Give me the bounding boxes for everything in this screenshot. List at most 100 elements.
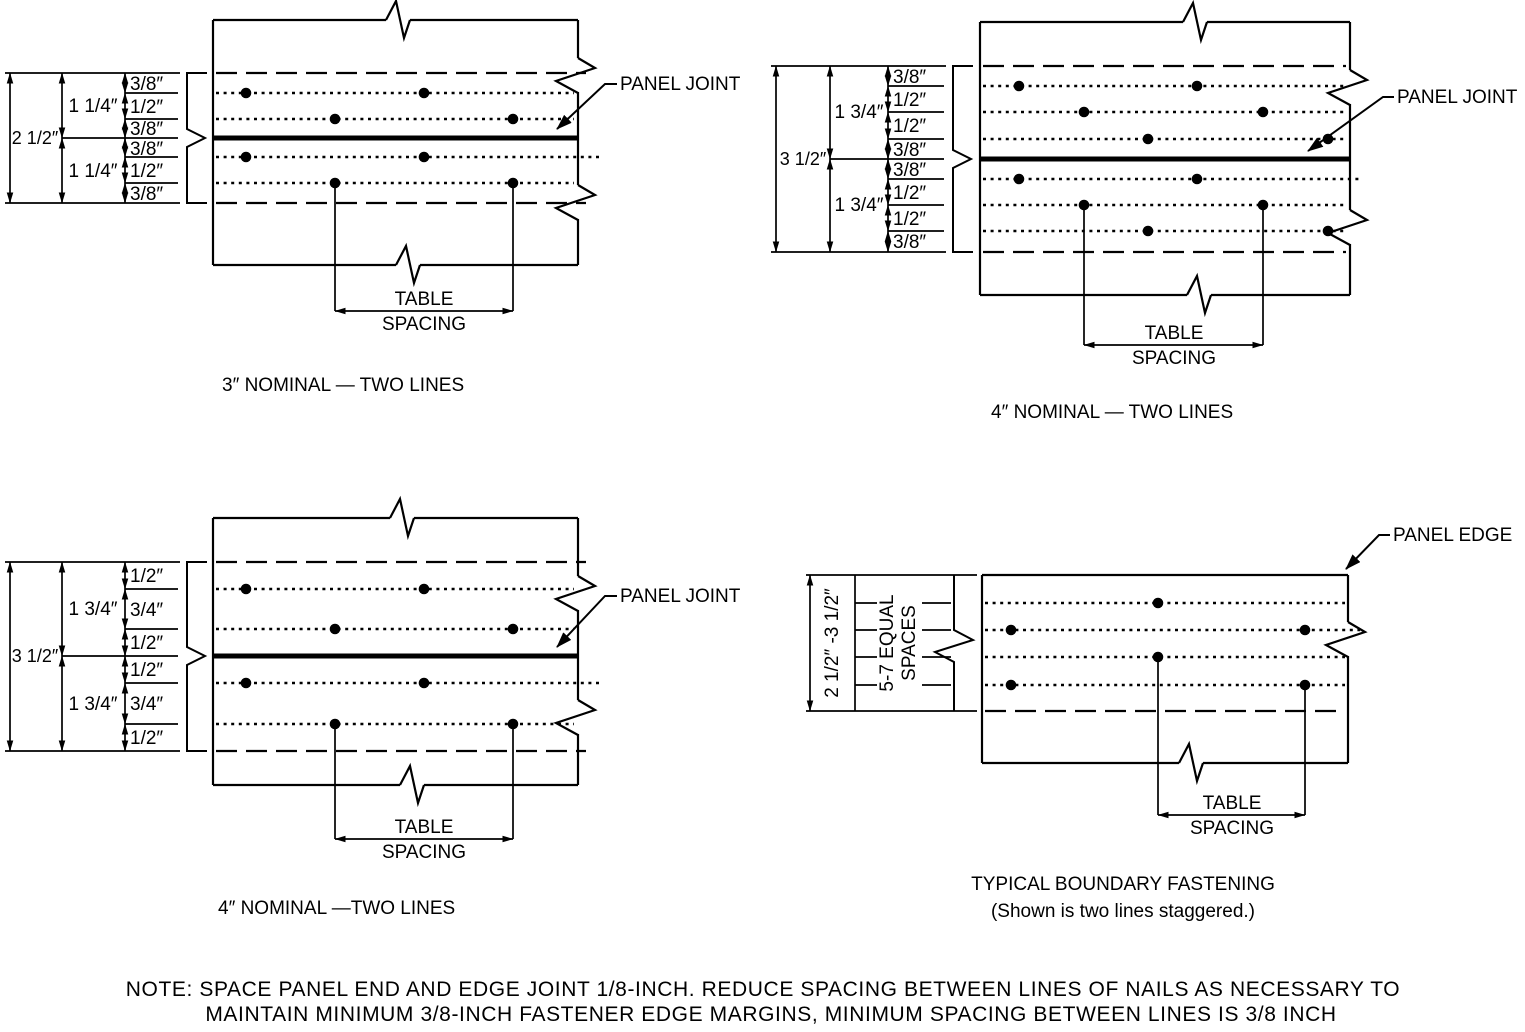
panel-joint-leader [1307, 96, 1394, 152]
overall-dim-label: 3 1/2″ [12, 646, 59, 666]
dim-brace [932, 575, 976, 711]
sub-dim-label: 1/2″ [130, 97, 163, 118]
half-dim-label-lower: 1 3/4″ [69, 694, 118, 715]
boundary-range-label: 2 1/2″ -3 1/2″ [822, 588, 843, 698]
table-spacing-dim: TABLE SPACING [1083, 205, 1264, 369]
half-dim-label-upper: 1 3/4″ [835, 102, 884, 123]
dim-lines [772, 65, 892, 253]
break-mark [1178, 740, 1205, 786]
sub-dim-label: 3/8″ [130, 139, 163, 160]
break-mark [1186, 272, 1213, 318]
break-mark [385, 0, 412, 43]
sub-dim-label: 3/4″ [130, 694, 163, 715]
dim-lines [6, 72, 129, 204]
spacing-label: SPACING [1132, 348, 1216, 369]
panel-joint-leader [556, 83, 617, 130]
break-mark [553, 699, 598, 736]
sub-dim-label: 1/2″ [130, 633, 163, 654]
table-label: TABLE [395, 289, 454, 310]
half-dim-label-lower: 1 3/4″ [835, 195, 884, 216]
dim-lines [806, 574, 856, 712]
diagram-4in-nominal-top: 3 1/2″ 1 3/4″ 1 3/4″ 3/8″ 1/2″ 1/2″ 3/8″… [771, 0, 1518, 423]
note-line1: NOTE: SPACE PANEL END AND EDGE JOINT 1/8… [126, 978, 1400, 1001]
fastening-lines [980, 64, 1360, 254]
dim-extension-lines [5, 561, 180, 752]
note-line2: MAINTAIN MINIMUM 3/8-INCH FASTENER EDGE … [205, 1003, 1336, 1026]
sub-dim-label: 1/2″ [893, 209, 926, 230]
sub-dim-label: 3/8″ [130, 184, 163, 205]
fastener-dots [240, 583, 519, 730]
fastener-dots [1013, 80, 1334, 237]
caption: 4″ NOMINAL —TWO LINES [218, 898, 455, 919]
panel-edge-label: PANEL EDGE [1393, 525, 1512, 546]
table-label: TABLE [1203, 793, 1262, 814]
break-mark [399, 762, 426, 808]
caption-line2: (Shown is two lines staggered.) [991, 901, 1255, 922]
sub-dim-label: 3/8″ [130, 119, 163, 140]
fastener-dots [240, 87, 519, 189]
panel-edge-leader [1345, 534, 1390, 570]
dim-lines [6, 561, 129, 752]
dim-brace [186, 72, 208, 204]
sub-dim-label: 3/8″ [893, 140, 926, 161]
break-mark [395, 242, 422, 288]
spacing-label: SPACING [382, 314, 466, 335]
sub-dim-label: 3/8″ [893, 232, 926, 253]
note: NOTE: SPACE PANEL END AND EDGE JOINT 1/8… [126, 978, 1400, 1026]
panel-joint-label: PANEL JOINT [620, 586, 741, 607]
table-label: TABLE [1145, 323, 1204, 344]
table-spacing-dim: TABLE SPACING [1157, 657, 1306, 839]
panel-outline [211, 495, 598, 808]
break-mark [1182, 0, 1209, 45]
sub-dim-label: 1/2″ [893, 90, 926, 111]
sub-dim-label: 1/2″ [893, 183, 926, 204]
sub-dim-label: 3/8″ [893, 160, 926, 181]
half-dim-label-upper: 1 1/4″ [69, 96, 118, 117]
spacing-label: SPACING [1190, 818, 1274, 839]
break-mark [1325, 209, 1370, 246]
dim-extension-lines [5, 72, 180, 204]
sub-dim-label: 1/2″ [893, 116, 926, 137]
dim-brace [952, 65, 974, 253]
panel-joint-label: PANEL JOINT [620, 74, 741, 95]
fastening-lines [213, 560, 600, 753]
sub-dim-label: 1/2″ [130, 728, 163, 749]
break-mark [389, 495, 416, 541]
diagram-4in-nominal-bottom: 3 1/2″ 1 3/4″ 1 3/4″ 1/2″ 3/4″ 1/2″ 1/2″… [5, 495, 741, 919]
dim-extension-lines [771, 65, 946, 253]
caption: 4″ NOMINAL — TWO LINES [991, 402, 1233, 423]
equal-spaces-label-line2: SPACES [899, 605, 920, 681]
dim-brace [186, 561, 208, 752]
sub-dim-label: 1/2″ [130, 566, 163, 587]
overall-dim-label: 3 1/2″ [780, 149, 827, 169]
panel-outline [980, 573, 1368, 786]
panel-joint-leader [556, 595, 617, 648]
fastening-lines [985, 601, 1360, 713]
overall-dim-label: 2 1/2″ [12, 128, 59, 148]
table-spacing-dim: TABLE SPACING [334, 724, 514, 863]
sub-dim-label: 1/2″ [130, 161, 163, 182]
break-mark [1325, 69, 1370, 106]
break-mark [553, 184, 598, 221]
break-mark [553, 57, 598, 94]
half-dim-label-upper: 1 3/4″ [69, 599, 118, 620]
spacing-label: SPACING [382, 842, 466, 863]
table-spacing-dim: TABLE SPACING [334, 183, 514, 335]
sub-dim-label: 3/8″ [893, 67, 926, 88]
equal-spaces-label-line1: 5-7 EQUAL [877, 594, 898, 691]
sub-dim-label: 3/4″ [130, 600, 163, 621]
sub-dim-label: 3/8″ [130, 74, 163, 95]
break-mark [553, 575, 598, 612]
caption-line1: TYPICAL BOUNDARY FASTENING [971, 874, 1275, 895]
break-mark [1323, 621, 1368, 658]
diagram-3in-nominal: 2 1/2″ 1 1/4″ 1 1/4″ 3/8″ 1/2″ 3/8″ 3/8″… [5, 0, 741, 396]
half-dim-label-lower: 1 1/4″ [69, 161, 118, 182]
diagram-boundary-fastening: 2 1/2″ -3 1/2″ 5-7 EQUAL SPACES [806, 525, 1512, 922]
table-label: TABLE [395, 817, 454, 838]
panel-joint-label: PANEL JOINT [1397, 87, 1518, 108]
fastening-lines [213, 71, 600, 205]
sub-dim-label: 1/2″ [130, 660, 163, 681]
panel-outline [211, 0, 598, 288]
